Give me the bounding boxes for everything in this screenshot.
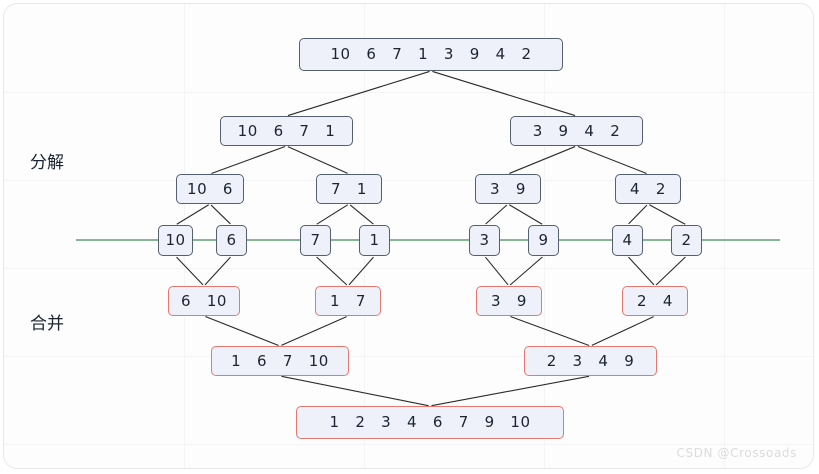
edge-m1-2-to-m2-1 <box>510 316 590 346</box>
node-m1-0: 6 10 <box>168 286 240 316</box>
diagram-card: 10 6 7 1 3 9 4 2 10 6 7 1 3 9 4 2 10 6 7 1 3 … <box>3 3 814 469</box>
node-m1-2: 3 9 <box>476 286 542 316</box>
node-s3-0: 10 <box>158 225 193 256</box>
node-m2-0: 1 6 7 10 <box>211 346 349 376</box>
grid-line-horizontal <box>4 180 813 181</box>
edge-s1-1-to-s2-3 <box>577 146 647 174</box>
node-s3-5: 9 <box>528 225 559 256</box>
node-s3-3: 1 <box>359 225 390 256</box>
side-label-split: 分解 <box>30 153 64 173</box>
edge-s1-0-to-s2-1 <box>287 146 348 174</box>
edge-s3-5-to-m1-2 <box>509 256 543 286</box>
node-s0-0: 10 6 7 1 3 9 4 2 <box>299 38 563 71</box>
edge-s3-3-to-m1-1 <box>348 256 374 286</box>
edge-m1-1-to-m2-0 <box>281 316 347 346</box>
node-s2-2: 3 9 <box>475 174 541 204</box>
grid-line-horizontal <box>4 92 813 93</box>
edge-s1-0-to-s2-0 <box>211 145 286 175</box>
grid-line-vertical <box>724 4 725 468</box>
node-s1-1: 3 9 4 2 <box>510 116 643 146</box>
node-m3-0: 1 2 3 4 6 7 9 10 <box>296 406 564 439</box>
node-s2-3: 4 2 <box>615 174 681 204</box>
edge-s2-3-to-s3-7 <box>649 204 686 225</box>
edge-s1-1-to-s2-2 <box>509 146 576 174</box>
edge-s3-1-to-m1-0 <box>204 256 231 286</box>
edge-s2-1-to-s3-3 <box>349 204 374 225</box>
edge-s0-0-to-s1-1 <box>432 70 576 117</box>
node-m1-3: 2 4 <box>622 286 688 316</box>
edge-s2-0-to-s3-1 <box>210 204 231 225</box>
edge-m2-0-to-m3-0 <box>281 375 429 407</box>
node-s2-0: 10 6 <box>176 174 244 204</box>
edge-s3-2-to-m1-1 <box>316 256 348 286</box>
edge-s3-0-to-m1-0 <box>176 256 204 286</box>
node-s3-6: 4 <box>612 225 643 256</box>
edge-s2-2-to-s3-5 <box>509 204 543 225</box>
watermark: CSDN @Crossoads <box>676 446 797 460</box>
mergesort-diagram: 10 6 7 1 3 9 4 2 10 6 7 1 3 9 4 2 10 6 7 1 3 … <box>4 4 813 468</box>
node-s3-1: 6 <box>216 225 247 256</box>
edge-s2-1-to-s3-2 <box>316 204 349 225</box>
grid-line-horizontal <box>4 444 813 445</box>
edge-s3-7-to-m1-3 <box>655 256 686 286</box>
node-s3-4: 3 <box>469 225 500 256</box>
node-m2-1: 2 3 4 9 <box>524 346 657 376</box>
side-label-merge: 合并 <box>30 314 64 334</box>
edge-s2-0-to-s3-0 <box>176 204 210 225</box>
node-s3-7: 2 <box>671 225 702 256</box>
node-m1-1: 1 7 <box>315 286 381 316</box>
grid-line-horizontal <box>4 356 813 357</box>
edge-m2-1-to-m3-0 <box>431 375 590 407</box>
edge-s0-0-to-s1-0 <box>287 70 430 117</box>
edge-s3-6-to-m1-3 <box>628 256 655 286</box>
node-s2-1: 7 1 <box>316 174 382 204</box>
grid-line-horizontal <box>4 268 813 269</box>
node-s3-2: 7 <box>300 225 331 256</box>
edge-s3-4-to-m1-2 <box>485 256 509 286</box>
edge-s2-2-to-s3-4 <box>485 204 508 225</box>
edge-s2-3-to-s3-6 <box>628 204 648 225</box>
edge-m1-0-to-m2-0 <box>205 316 279 346</box>
edge-m1-3-to-m2-1 <box>591 316 654 346</box>
node-s1-0: 10 6 7 1 <box>220 116 353 146</box>
